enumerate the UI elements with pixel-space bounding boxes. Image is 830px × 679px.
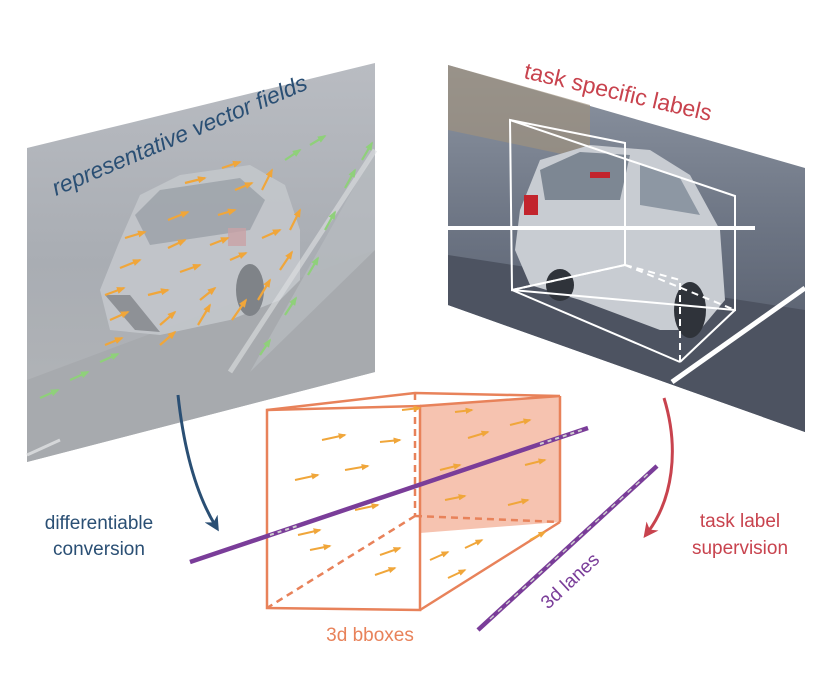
left-car-silhouette — [100, 165, 300, 335]
object-vector-field — [104, 160, 301, 347]
right-image-panel — [448, 65, 807, 432]
differentiable-label: differentiable — [45, 513, 153, 534]
conversion-label: conversion — [53, 539, 145, 560]
bbox-side-face — [420, 396, 560, 533]
supervision-label: supervision — [692, 538, 788, 559]
left-road-surface — [27, 250, 375, 462]
bbox-top-face — [266, 391, 561, 412]
lane-2 — [476, 464, 659, 632]
left-image-panel — [26, 63, 378, 462]
bboxes-label: 3d bboxes — [326, 625, 414, 646]
lane-1 — [189, 425, 589, 565]
bbox-vector-field — [294, 405, 547, 579]
task-label-label: task label — [700, 511, 780, 532]
lanes-label: 3d lanes — [537, 549, 604, 613]
task-label-supervision-arrow — [643, 397, 674, 539]
right-lane-line — [670, 285, 807, 385]
differentiable-conversion-arrow — [176, 394, 219, 532]
lane-vector-field — [39, 135, 373, 400]
right-3d-bbox-wireframe — [508, 118, 736, 363]
bottom-3d-bbox — [265, 391, 562, 612]
